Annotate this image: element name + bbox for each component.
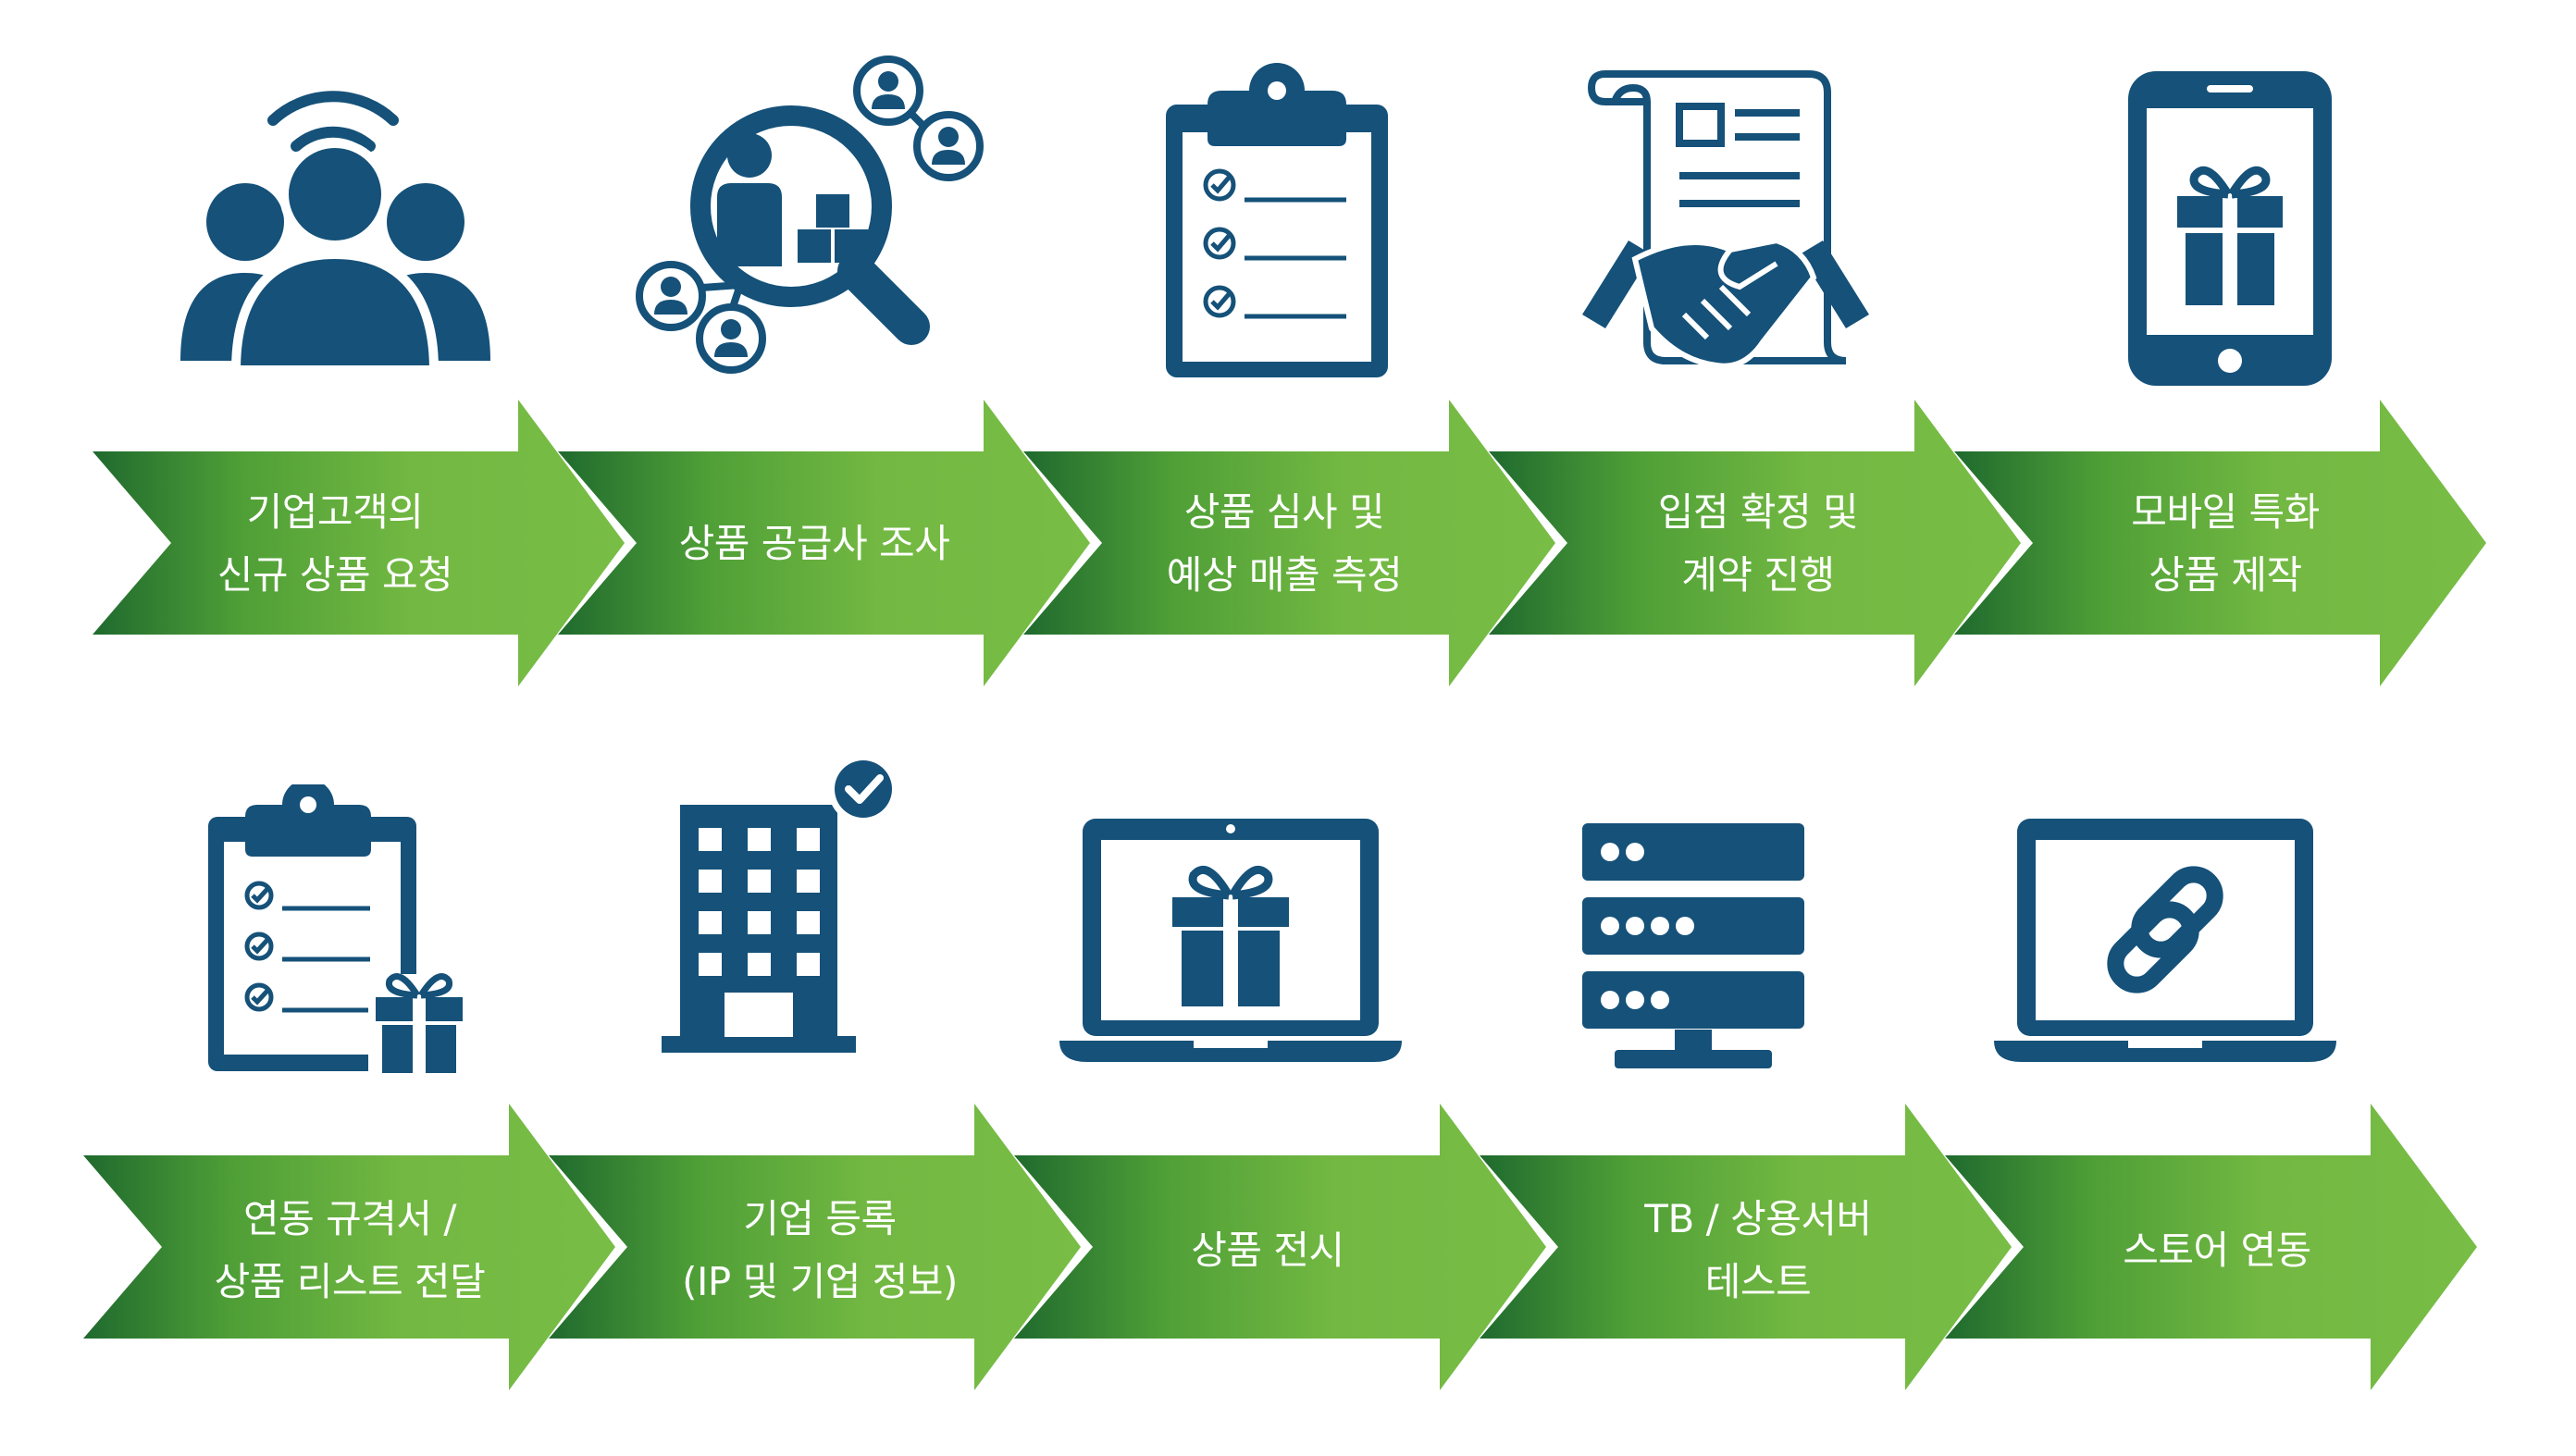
step-label-contract: 입점 확정 및 계약 진행 <box>1657 481 1859 607</box>
label-line: 연동 규격서 / <box>242 1196 457 1241</box>
label-line: 상품 리스트 전달 <box>214 1259 486 1304</box>
label-line: 기업 등록 <box>743 1196 897 1241</box>
clipboard-gift-icon <box>208 784 470 1078</box>
step-arrow <box>1945 1104 2477 1390</box>
label-line: 테스트 <box>1704 1259 1812 1304</box>
step-arrow <box>1023 400 1555 686</box>
label-line: 상품 제작 <box>2149 552 2302 598</box>
step-label-server-test: TB / 상용서버 테스트 <box>1644 1188 1872 1314</box>
step-arrow <box>1480 1104 2012 1390</box>
label-line: 입점 확정 및 <box>1657 489 1859 535</box>
customer-group-wifi-icon <box>180 91 490 375</box>
label-line: 기업고객의 <box>246 489 424 535</box>
label-line: (IP 및 기업 정보) <box>682 1259 958 1304</box>
step-label-company-registration: 기업 등록 (IP 및 기업 정보) <box>682 1188 958 1314</box>
label-line: 모바일 특화 <box>2131 489 2320 535</box>
step-label-product-display: 상품 전시 <box>1191 1219 1344 1282</box>
laptop-link-icon <box>1994 819 2336 1062</box>
label-line: 상품 전시 <box>1191 1228 1344 1273</box>
step-label-spec-delivery: 연동 규격서 / 상품 리스트 전달 <box>215 1188 486 1314</box>
laptop-gift-icon <box>1059 819 1402 1062</box>
step-arrow <box>1954 400 2486 686</box>
step-label-supplier-research: 상품 공급사 조사 <box>679 512 950 575</box>
magnifier-network-icon <box>636 56 984 374</box>
label-line: 계약 진행 <box>1681 552 1835 598</box>
step-arrow <box>549 1104 1081 1390</box>
label-line: 예상 매출 측정 <box>1166 552 1403 598</box>
label-line: 상품 심사 및 <box>1183 489 1385 535</box>
building-check-icon <box>662 754 898 1053</box>
label-line: 신규 상품 요청 <box>217 552 453 598</box>
label-line: TB / 상용서버 <box>1644 1196 1872 1241</box>
step-label-mobile-product: 모바일 특화 상품 제작 <box>2131 481 2320 607</box>
step-arrow <box>83 1104 615 1390</box>
step-arrow <box>558 400 1090 686</box>
step-label-customer-request: 기업고객의 신규 상품 요청 <box>217 481 453 607</box>
label-line: 상품 공급사 조사 <box>678 521 950 566</box>
contract-handshake-icon <box>1582 70 1869 369</box>
step-arrow <box>93 400 625 686</box>
step-label-review-forecast: 상품 심사 및 예상 매출 측정 <box>1167 481 1403 607</box>
server-stack-icon <box>1582 823 1804 1068</box>
step-arrow <box>1014 1104 1546 1390</box>
mobile-gift-icon <box>2128 71 2332 386</box>
label-line: 스토어 연동 <box>2123 1228 2311 1273</box>
step-arrow <box>1489 400 2021 686</box>
step-label-store-integration: 스토어 연동 <box>2123 1219 2311 1282</box>
clipboard-checklist-icon <box>1166 63 1388 377</box>
